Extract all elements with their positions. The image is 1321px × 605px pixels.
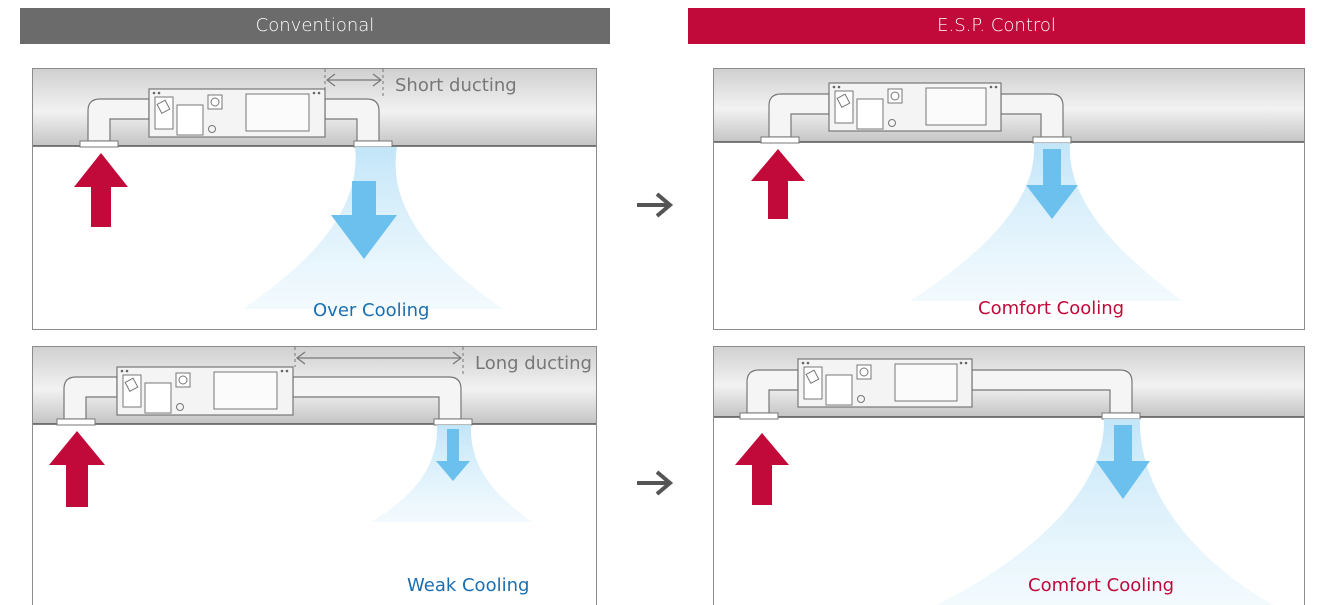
supply-air-down-arrow-icon [1026,149,1078,219]
conventional-short-diagram [33,69,596,309]
comfort-cooling-label-short: Comfort Cooling [978,298,1125,319]
length-arrow-icon [326,73,382,87]
airflow-cone [910,143,1182,301]
esp-short-diagram [714,69,1304,301]
conventional-long-diagram [33,347,596,522]
duct-right [324,98,380,142]
comfort-cooling-label-long: Comfort Cooling [1028,575,1175,596]
duct-left [768,93,830,138]
duct-right [292,376,462,420]
return-air-up-arrow-icon [751,149,805,219]
supply-air-down-arrow-icon [1096,425,1150,499]
short-ducting-label: Short ducting [395,75,517,96]
return-air-up-arrow-icon [735,433,789,505]
supply-grille [353,140,393,148]
weak-cooling-label: Weak Cooling [407,575,530,596]
length-arrow-icon [296,351,462,365]
esp-control-header: E.S.P. Control [688,8,1305,44]
return-grille [79,140,119,148]
supply-air-down-arrow-icon [436,429,470,481]
return-air-up-arrow-icon [49,431,105,507]
duct-right [1000,93,1064,138]
duct-right [971,369,1133,414]
supply-grille [1101,412,1141,420]
supply-grille [1032,136,1072,144]
indoor-unit-icon [116,366,294,416]
panel-esp-short: Comfort Cooling [713,68,1305,330]
right-arrow-icon [637,192,674,218]
panel-conventional-short: Short ducting Over Cooling [32,68,597,330]
conventional-header: Conventional [20,8,610,44]
supply-grille [433,418,473,426]
return-grille [760,136,800,144]
indoor-unit-icon [148,88,326,138]
panel-conventional-long: Long ducting Weak Cooling [32,346,597,605]
return-air-up-arrow-icon [74,153,128,227]
return-grille [739,412,779,420]
right-arrow-icon [637,470,674,496]
indoor-unit-icon [828,82,1002,132]
indoor-unit-icon [797,358,973,408]
duct-left [746,369,799,414]
panel-esp-long: Comfort Cooling [713,346,1305,605]
return-grille [56,418,96,426]
duct-left [63,376,118,420]
long-ducting-label: Long ducting [475,353,592,374]
esp-long-diagram [714,347,1304,605]
supply-air-down-arrow-icon [331,181,397,259]
duct-left [87,98,150,142]
airflow-cone [936,419,1274,605]
over-cooling-label: Over Cooling [313,300,430,321]
